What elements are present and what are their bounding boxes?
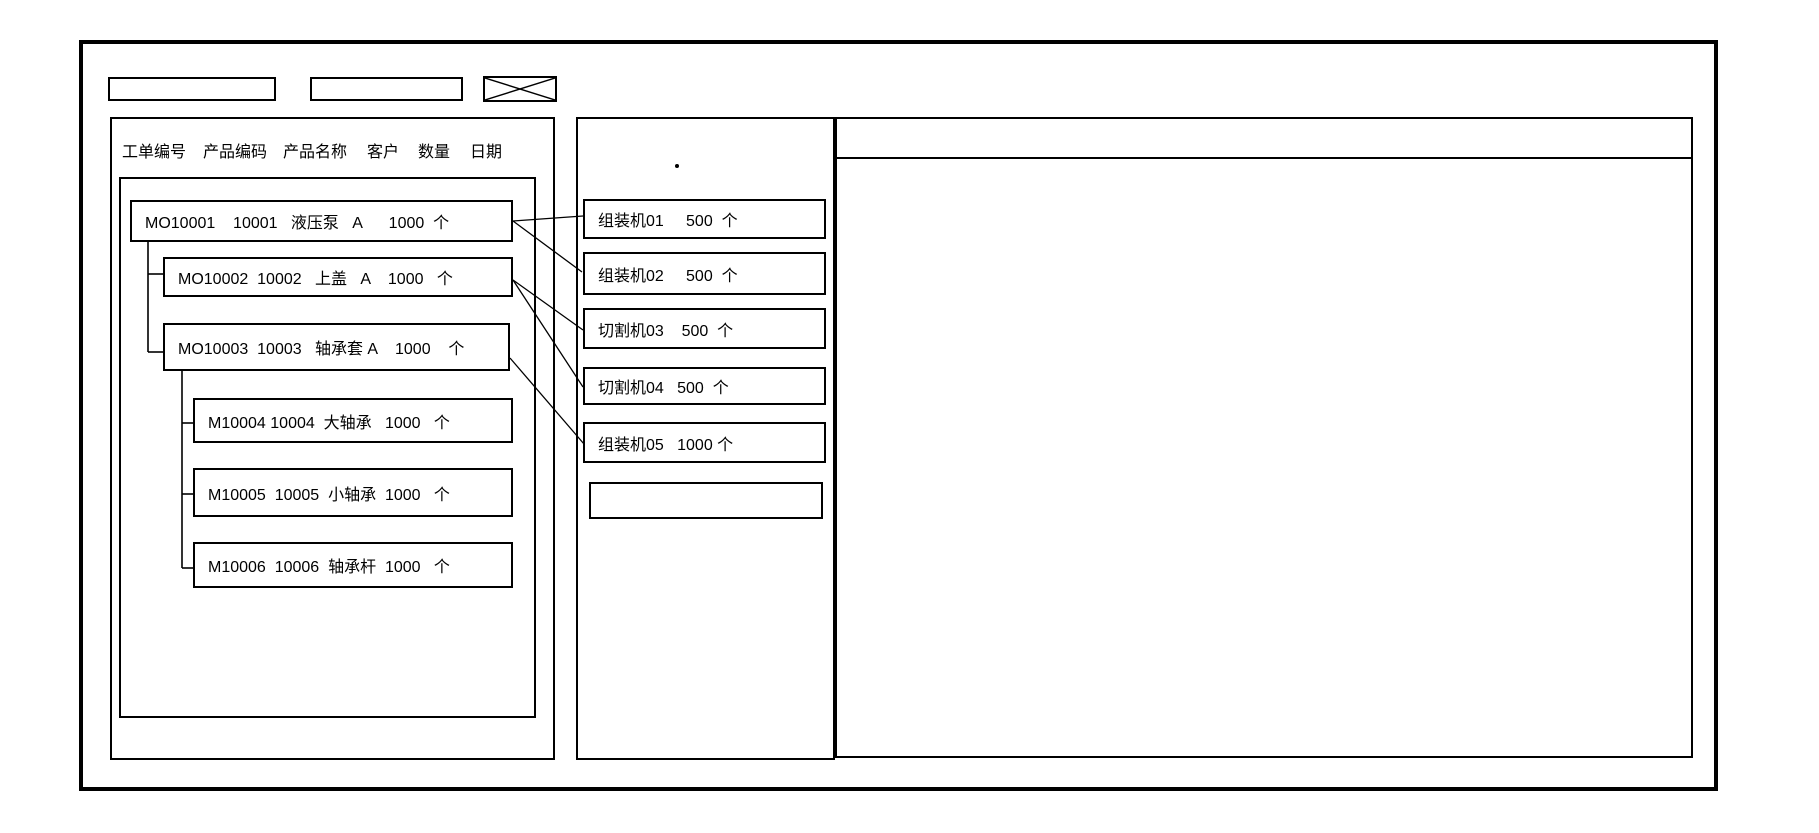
order-node-m10004[interactable]: M10004 10004 大轴承 1000 个	[193, 398, 513, 443]
column-header-product-code: 产品编码	[203, 144, 268, 161]
machine-node-zzj02[interactable]: 组装机02 500 个	[583, 252, 826, 295]
machine-node-label: 组装机01 500 个	[598, 213, 738, 230]
machine-node-qgj03[interactable]: 切割机03 500 个	[583, 308, 826, 349]
toolbar-input-2[interactable]	[310, 77, 463, 101]
machine-node-label: 切割机04 500 个	[598, 380, 729, 397]
machine-node-label: 切割机03 500 个	[598, 322, 734, 340]
toolbar-input-1[interactable]	[108, 77, 276, 101]
detail-panel	[835, 117, 1693, 758]
column-header-order-id: 工单编号	[122, 144, 187, 161]
machine-node-empty[interactable]	[589, 482, 823, 519]
order-node-label: MO10002 10002 上盖 A 1000 个	[178, 271, 453, 288]
close-button[interactable]	[483, 76, 557, 102]
column-header-product-name: 产品名称	[283, 144, 348, 161]
order-node-m10005[interactable]: M10005 10005 小轴承 1000 个	[193, 468, 513, 517]
order-node-label: M10004 10004 大轴承 1000 个	[208, 414, 450, 432]
order-node-mo10002[interactable]: MO10002 10002 上盖 A 1000 个	[163, 257, 513, 297]
machine-node-zzj05[interactable]: 组装机05 1000 个	[583, 422, 826, 463]
order-node-label: M10006 10006 轴承杆 1000 个	[208, 559, 450, 576]
machine-node-qgj04[interactable]: 切割机04 500 个	[583, 367, 826, 405]
column-header-customer: 客户	[367, 144, 400, 161]
order-node-label: MO10003 10003 轴承套 A 1000 个	[178, 341, 465, 358]
x-icon	[485, 78, 555, 100]
column-header-quantity: 数量	[418, 144, 451, 161]
machine-node-label: 组装机02 500 个	[598, 267, 738, 285]
column-header-date: 日期	[470, 144, 503, 161]
window-frame	[79, 40, 1718, 791]
order-node-mo10003[interactable]: MO10003 10003 轴承套 A 1000 个	[163, 323, 510, 371]
order-node-label: M10005 10005 小轴承 1000 个	[208, 486, 450, 504]
order-node-label: MO10001 10001 液压泵 A 1000 个	[145, 215, 450, 232]
order-node-mo10001[interactable]: MO10001 10001 液压泵 A 1000 个	[130, 200, 513, 242]
machine-node-label: 组装机05 1000 个	[598, 436, 734, 454]
detail-panel-header-divider	[837, 157, 1691, 159]
order-node-m10006[interactable]: M10006 10006 轴承杆 1000 个	[193, 542, 513, 588]
stray-dot-mark	[675, 164, 679, 168]
machine-node-zzj01[interactable]: 组装机01 500 个	[583, 199, 826, 239]
